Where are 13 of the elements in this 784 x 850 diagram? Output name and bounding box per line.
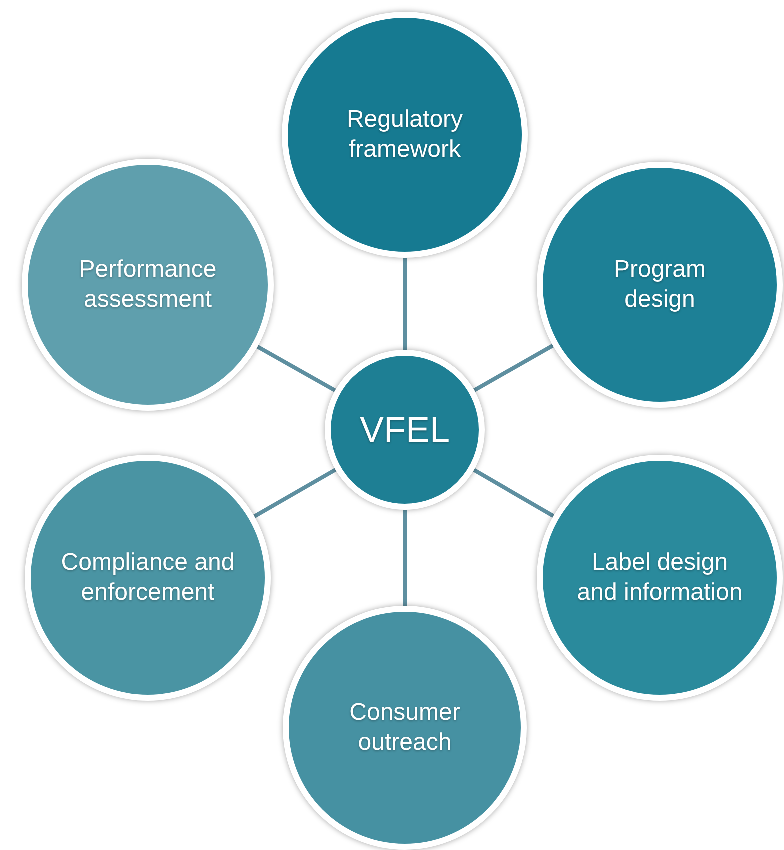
connector-line [254, 468, 337, 518]
circle-label: Program design [612, 255, 708, 315]
circle-label: Label design and information [576, 548, 744, 608]
circle-label: Regulatory framework [346, 105, 464, 165]
circle-label: Compliance and enforcement [60, 548, 236, 608]
circle-label: Consumer outreach [348, 698, 462, 758]
circle-label: VFEL [360, 415, 450, 445]
connector-line [473, 468, 555, 518]
circle-label: Performance assessment [78, 255, 218, 315]
connector-line [403, 510, 407, 606]
connector-line [256, 345, 336, 392]
connector-line [474, 344, 554, 392]
connector-line [403, 258, 407, 350]
